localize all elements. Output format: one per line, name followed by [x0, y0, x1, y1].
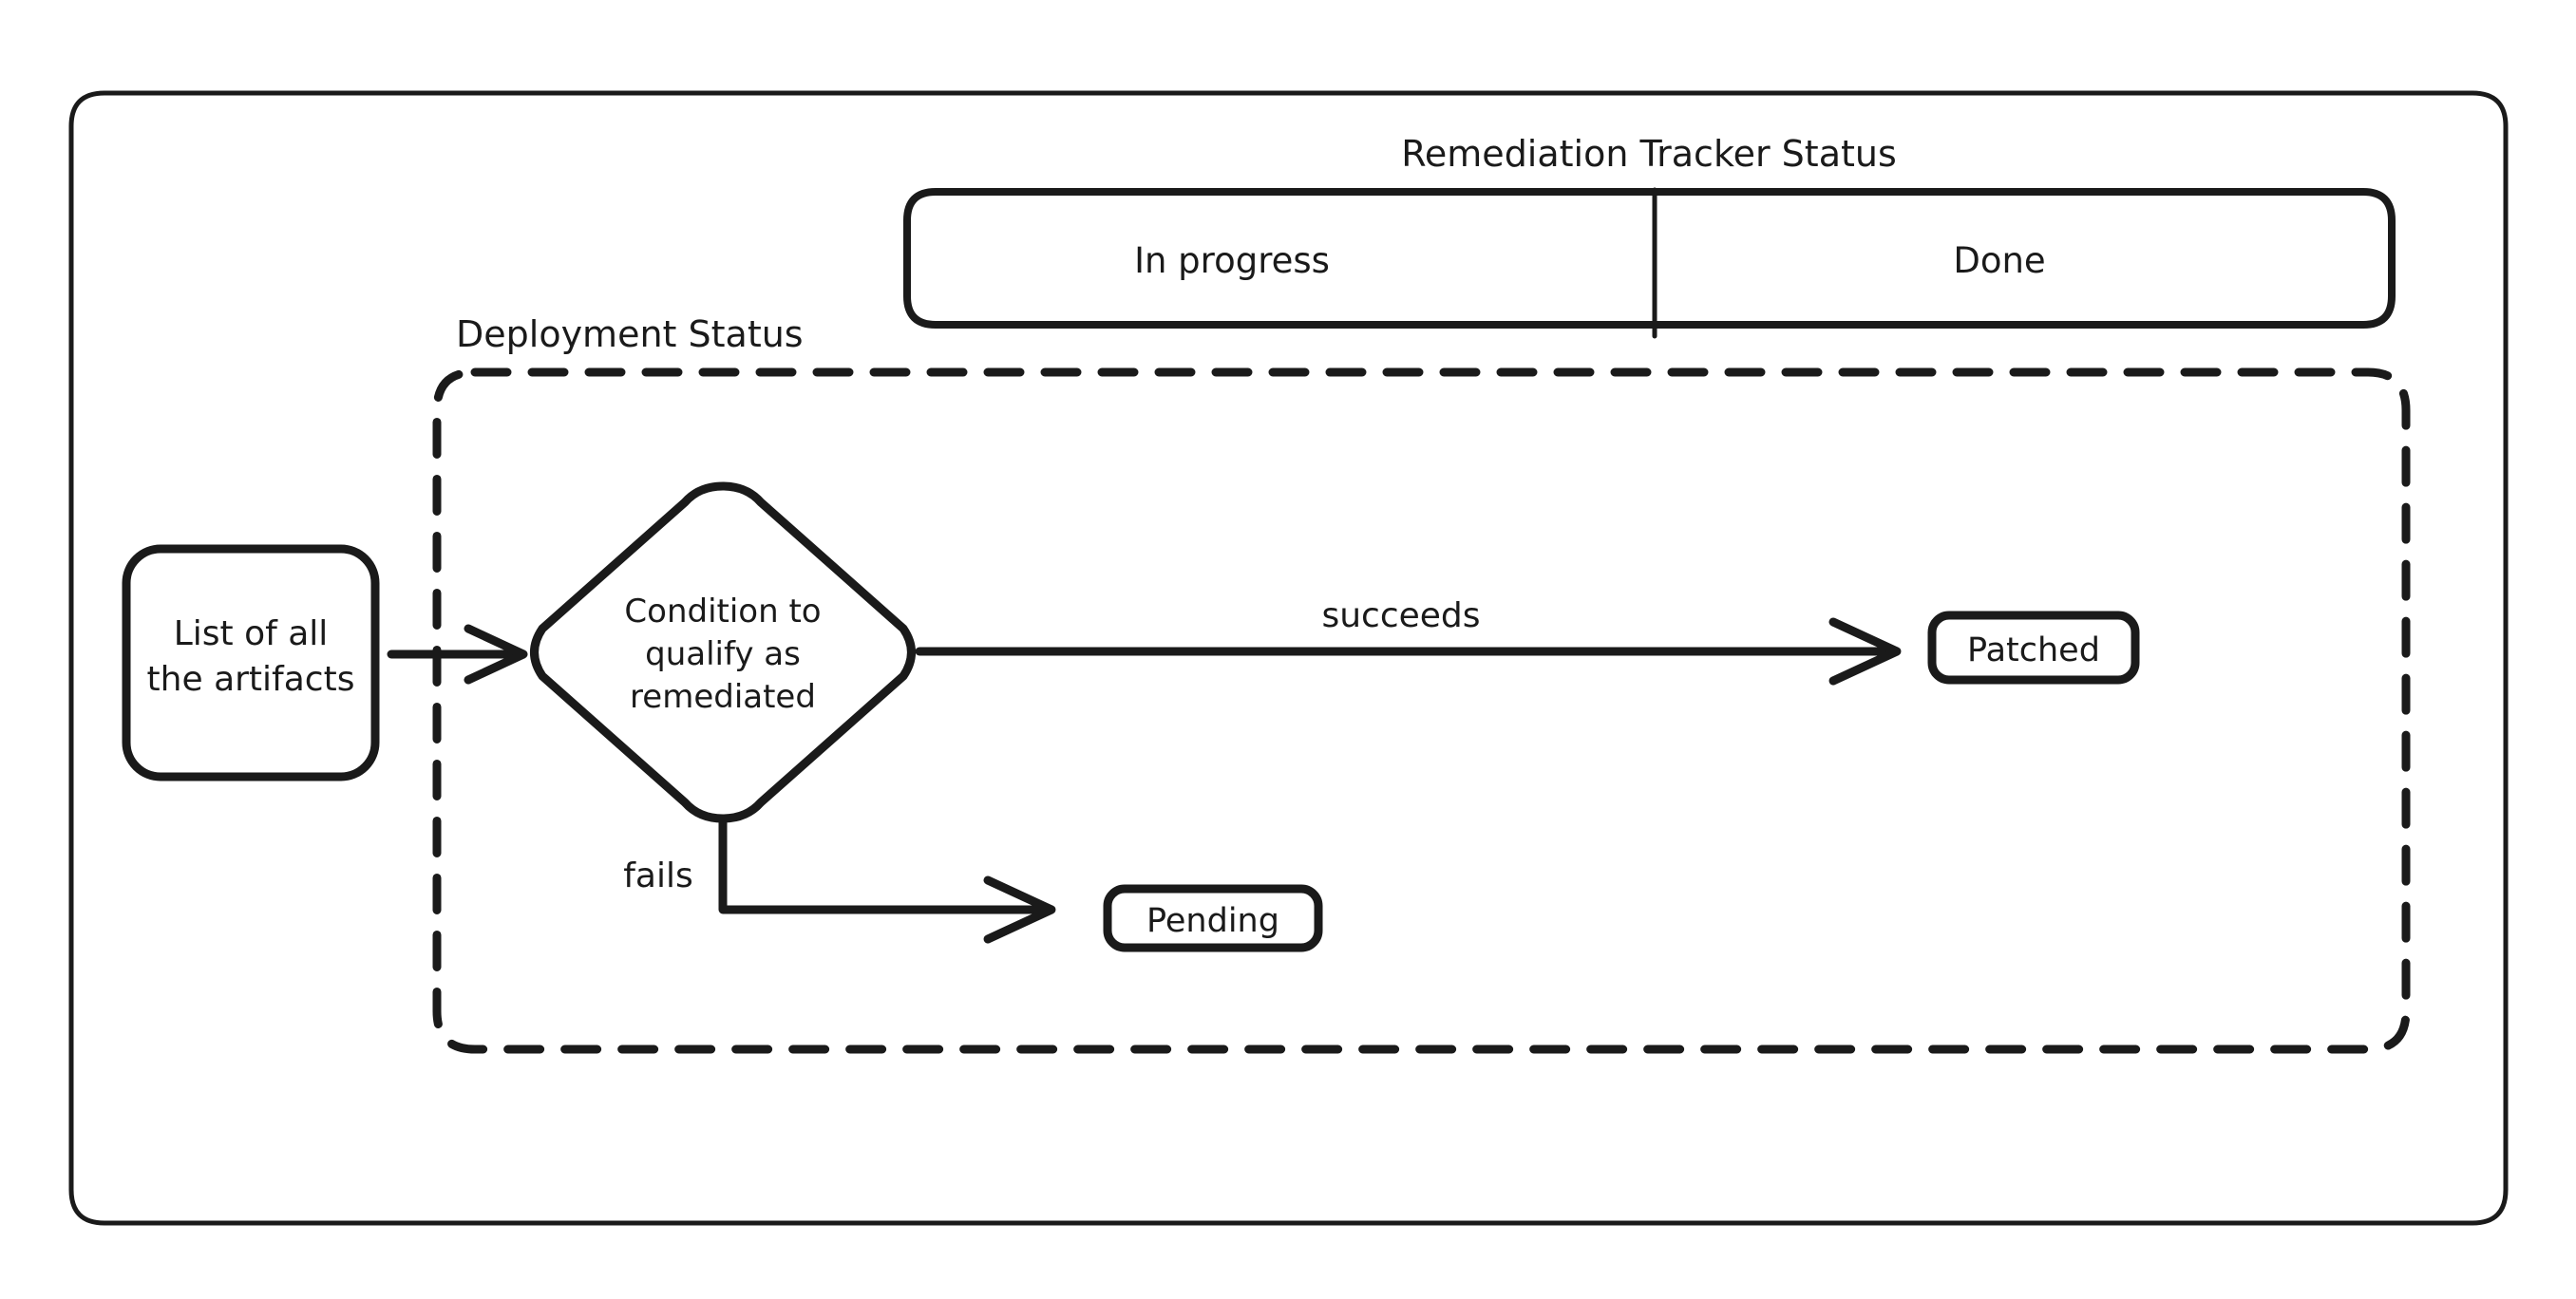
node-list-of-artifacts-line2: the artifacts: [147, 660, 355, 699]
arrowhead-to-pending: [983, 875, 1056, 944]
node-condition-line3: remediated: [630, 678, 816, 716]
node-list-of-artifacts-line1: List of all: [174, 614, 329, 653]
deployment-status-dashed-border: [432, 367, 2411, 1054]
node-condition-decision-shape[interactable]: [530, 481, 916, 823]
group-title-deployment-status: Deployment Status: [456, 313, 804, 355]
node-pending-label: Pending: [1146, 902, 1279, 940]
deployment-status-group: Deployment Status: [432, 313, 2411, 1054]
node-pending[interactable]: Pending: [1103, 884, 1323, 952]
node-patched-shape[interactable]: [1927, 611, 2140, 685]
arrowhead-to-patched: [1828, 617, 1902, 686]
arrowhead-to-condition: [464, 624, 528, 685]
remediation-tracker-swimlane: Remediation Tracker Status In progress D…: [903, 133, 2396, 339]
node-list-of-artifacts[interactable]: List of all the artifacts: [122, 544, 380, 781]
node-list-of-artifacts-shape[interactable]: [122, 544, 380, 781]
node-patched[interactable]: Patched: [1927, 611, 2140, 685]
edge-label-fails: fails: [623, 857, 693, 895]
swimlane-cell-done-label[interactable]: Done: [1953, 240, 2045, 281]
edge-label-succeeds: succeeds: [1321, 596, 1480, 635]
edge-condition-to-pending: fails: [623, 814, 1056, 944]
node-condition-decision[interactable]: Condition to qualify as remediated: [530, 481, 916, 823]
node-pending-shape[interactable]: [1103, 884, 1323, 952]
swimlane-title: Remediation Tracker Status: [1401, 133, 1897, 175]
edge-condition-to-patched: succeeds: [915, 596, 1902, 686]
node-condition-line1: Condition to: [624, 593, 821, 631]
swimlane-cell-in-progress-label[interactable]: In progress: [1134, 240, 1330, 281]
outer-frame: [68, 90, 2509, 1226]
node-condition-line2: qualify as: [645, 635, 801, 673]
edge-artifacts-to-condition: [387, 624, 528, 685]
swimlane-outline: [903, 188, 2396, 329]
node-patched-label: Patched: [1967, 631, 2100, 669]
